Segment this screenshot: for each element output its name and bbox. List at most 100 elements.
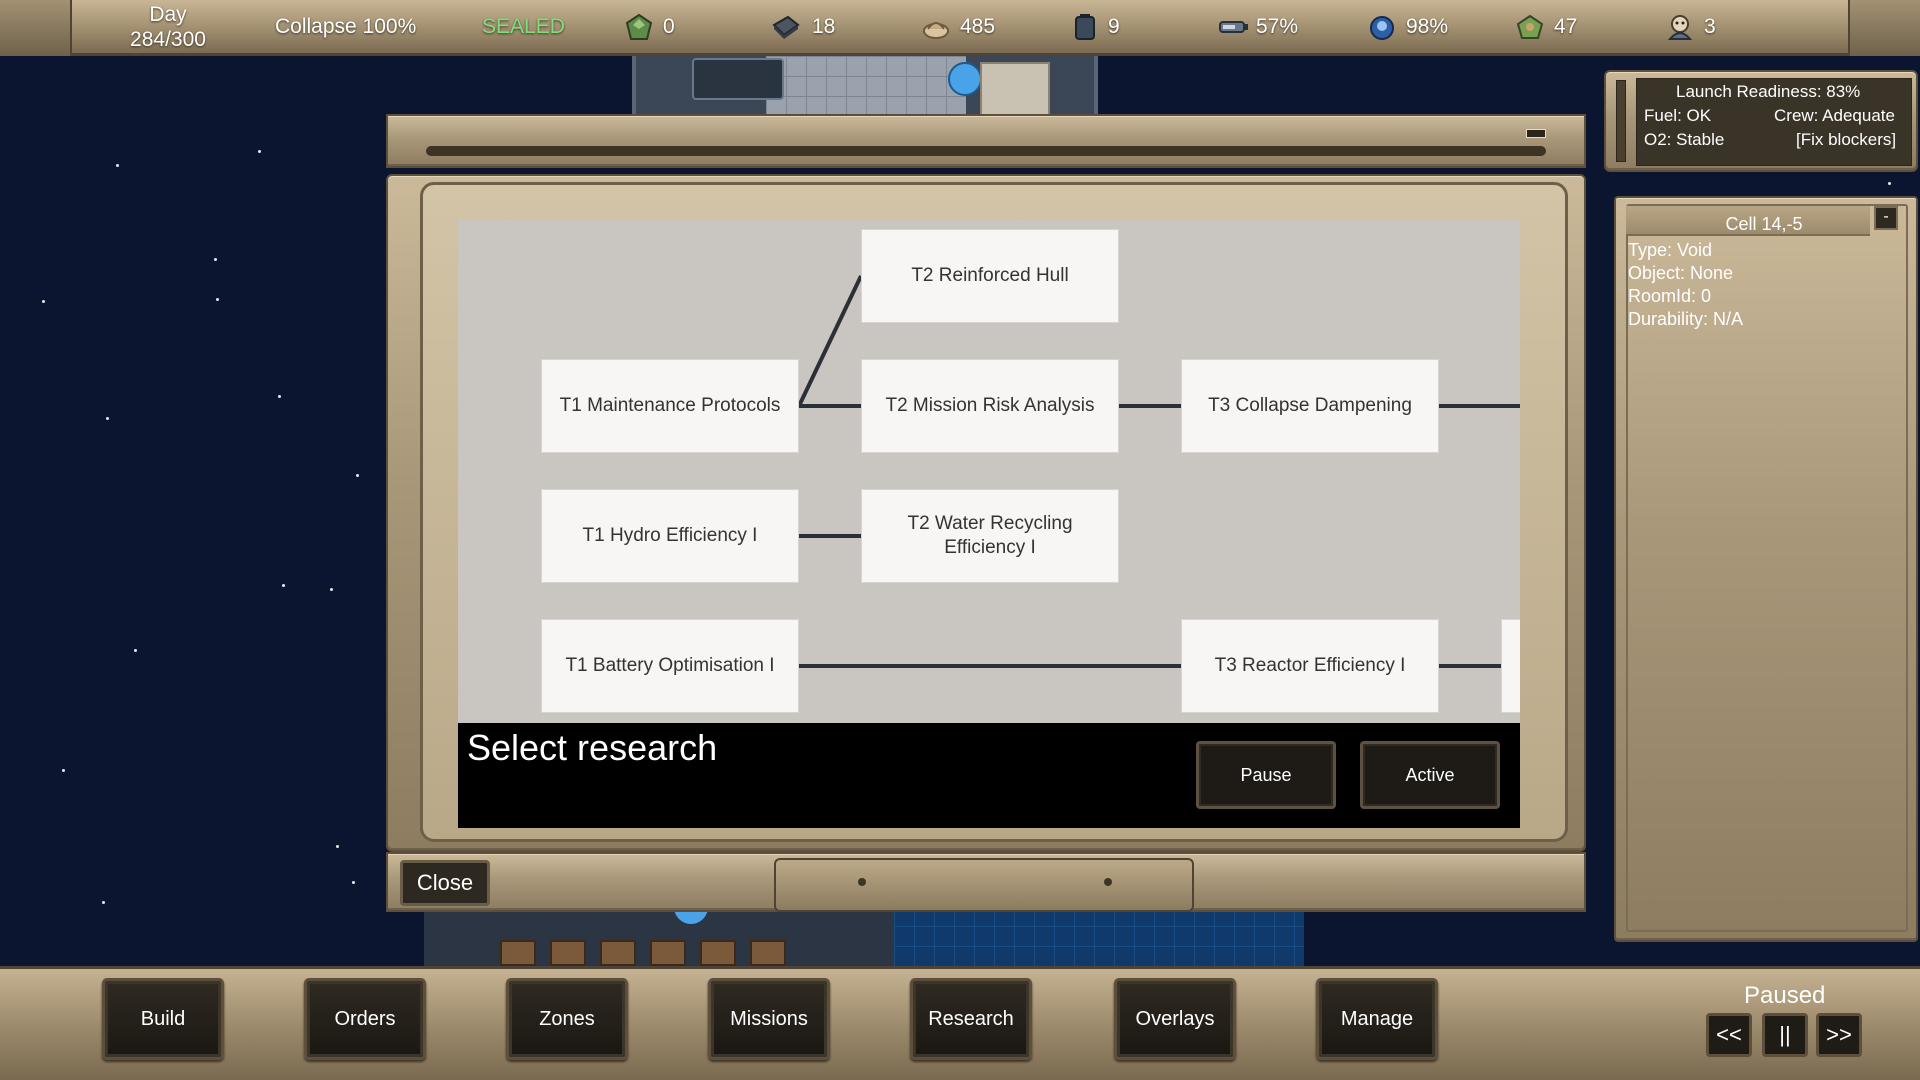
launch-side-gauge bbox=[1616, 80, 1626, 162]
header-tag-icon bbox=[1526, 129, 1546, 138]
cell-durability: Durability: N/A bbox=[1628, 309, 1744, 329]
star bbox=[356, 474, 359, 477]
missions-button[interactable]: Missions bbox=[708, 978, 830, 1060]
crate-sprite bbox=[700, 940, 736, 966]
star bbox=[62, 769, 65, 772]
research-tree[interactable]: T2 Reinforced Hull T1 Maintenance Protoc… bbox=[458, 220, 1520, 723]
star bbox=[102, 901, 105, 904]
star bbox=[1888, 182, 1891, 185]
star bbox=[278, 395, 281, 398]
launch-readiness-label: Launch Readiness: 83% bbox=[1676, 82, 1861, 101]
resource-oxygen-value: 98% bbox=[1406, 15, 1449, 38]
star bbox=[116, 164, 119, 167]
star bbox=[106, 417, 109, 420]
connector-line bbox=[797, 275, 863, 407]
research-node-water-recycling[interactable]: T2 Water Recycling Efficiency I bbox=[861, 489, 1119, 583]
station-module-top bbox=[632, 56, 1098, 116]
crate-sprite bbox=[500, 940, 536, 966]
footer-center-plate bbox=[774, 858, 1194, 912]
overlays-button[interactable]: Overlays bbox=[1114, 978, 1236, 1060]
game-speed-status: Paused bbox=[1744, 982, 1826, 1009]
ore-icon bbox=[625, 13, 653, 40]
rivet-icon bbox=[1104, 878, 1112, 886]
build-button[interactable]: Build bbox=[102, 978, 224, 1060]
cell-type: Type: Void bbox=[1628, 240, 1713, 260]
fix-blockers-link[interactable]: [Fix blockers] bbox=[1796, 130, 1897, 149]
cell-inspector-panel bbox=[1614, 196, 1918, 942]
crate-sprite bbox=[600, 940, 636, 966]
research-node-mission-risk-analysis[interactable]: T2 Mission Risk Analysis bbox=[861, 359, 1119, 453]
header-groove bbox=[426, 146, 1546, 156]
research-button[interactable]: Research bbox=[910, 978, 1032, 1060]
day-counter: Day 284/300 bbox=[128, 2, 208, 52]
sealed-status: SEALED bbox=[482, 15, 565, 38]
resource-metal-value: 18 bbox=[812, 15, 836, 38]
research-node-offscreen[interactable] bbox=[1501, 619, 1520, 713]
resource-food-value: 485 bbox=[960, 15, 996, 38]
metal-plate-icon bbox=[772, 15, 800, 39]
research-status-bar: Select research Pause Active bbox=[458, 723, 1520, 828]
zones-button[interactable]: Zones bbox=[506, 978, 628, 1060]
battery-icon bbox=[1219, 21, 1248, 33]
water-container-icon bbox=[1075, 14, 1095, 40]
research-node-hydro-efficiency[interactable]: T1 Hydro Efficiency I bbox=[541, 489, 799, 583]
research-node-reactor-efficiency[interactable]: T3 Reactor Efficiency I bbox=[1181, 619, 1439, 713]
star bbox=[214, 258, 217, 261]
crate-sprite bbox=[550, 940, 586, 966]
research-tree-connectors bbox=[797, 275, 1520, 668]
rivet-icon bbox=[858, 878, 866, 886]
orders-button[interactable]: Orders bbox=[304, 978, 426, 1060]
oxygen-icon bbox=[1370, 16, 1394, 40]
resource-water-value: 9 bbox=[1108, 15, 1120, 38]
launch-readiness-panel bbox=[1604, 70, 1918, 172]
day-value: 284/300 bbox=[130, 28, 206, 51]
pause-button[interactable]: || bbox=[1762, 1013, 1808, 1057]
active-research-button[interactable]: Active bbox=[1360, 741, 1500, 809]
cell-inspector-inner bbox=[1626, 204, 1908, 932]
console-sprite bbox=[692, 58, 784, 100]
minimize-button[interactable]: - bbox=[1874, 206, 1898, 230]
topbar-cap-left bbox=[0, 0, 72, 56]
cell-title: Cell 14,-5 bbox=[1725, 214, 1803, 234]
crew-sprite[interactable] bbox=[948, 62, 982, 96]
launch-o2-status: O2: Stable bbox=[1644, 130, 1725, 149]
star bbox=[330, 588, 333, 591]
slow-down-button[interactable]: << bbox=[1706, 1013, 1752, 1057]
station-floor bbox=[766, 56, 966, 116]
day-label: Day bbox=[149, 3, 187, 26]
star bbox=[42, 300, 45, 303]
star bbox=[282, 584, 285, 587]
launch-fuel-status: Fuel: OK bbox=[1644, 106, 1712, 125]
research-status-text: Select research bbox=[467, 727, 718, 768]
research-node-reinforced-hull[interactable]: T2 Reinforced Hull bbox=[861, 229, 1119, 323]
cell-room-id: RoomId: 0 bbox=[1628, 286, 1712, 306]
top-status-bar: Day 284/300 Collapse 100% SEALED 0 18 48… bbox=[0, 0, 1920, 56]
food-icon bbox=[923, 22, 949, 39]
star bbox=[134, 649, 137, 652]
crate-sprite bbox=[750, 940, 786, 966]
crate-sprite bbox=[650, 940, 686, 966]
crew-icon bbox=[1667, 15, 1693, 40]
speed-up-button[interactable]: >> bbox=[1816, 1013, 1862, 1057]
launch-panel-inner bbox=[1636, 78, 1912, 166]
star bbox=[216, 298, 219, 301]
close-button[interactable]: Close bbox=[400, 860, 490, 906]
launch-crew-status: Crew: Adequate bbox=[1774, 106, 1895, 125]
collapse-status: Collapse 100% bbox=[275, 15, 417, 38]
pause-research-button[interactable]: Pause bbox=[1196, 741, 1336, 809]
star bbox=[258, 150, 261, 153]
research-node-battery-optimisation[interactable]: T1 Battery Optimisation I bbox=[541, 619, 799, 713]
resource-power-value: 57% bbox=[1256, 15, 1299, 38]
plant-icon bbox=[1516, 14, 1544, 39]
water-tiles bbox=[894, 906, 1304, 966]
research-node-maintenance-protocols[interactable]: T1 Maintenance Protocols bbox=[541, 359, 799, 453]
topbar-cap-right bbox=[1848, 0, 1920, 56]
research-window-header[interactable] bbox=[386, 114, 1586, 168]
resource-ore-value: 0 bbox=[663, 15, 675, 38]
cell-title-bar bbox=[1626, 206, 1870, 236]
resource-plant-value: 47 bbox=[1554, 15, 1578, 38]
star bbox=[352, 881, 355, 884]
resource-crew-value: 3 bbox=[1704, 15, 1716, 38]
research-node-collapse-dampening[interactable]: T3 Collapse Dampening bbox=[1181, 359, 1439, 453]
manage-button[interactable]: Manage bbox=[1316, 978, 1438, 1060]
